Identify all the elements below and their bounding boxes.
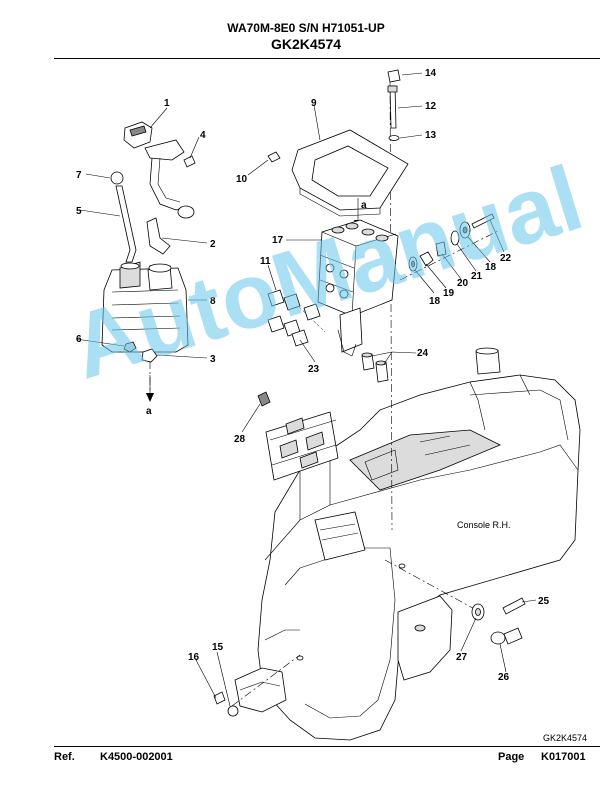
callout-25: 25 — [538, 596, 550, 607]
callout-18-right: 18 — [485, 262, 497, 273]
ref-value: K4500-002001 — [100, 751, 173, 763]
callout-28: 28 — [234, 434, 246, 445]
console-label: Console R.H. — [457, 520, 511, 530]
callout-2: 2 — [210, 239, 216, 250]
callout-20: 20 — [457, 278, 469, 289]
callout-17: 17 — [272, 235, 284, 246]
page-label: Page — [498, 751, 525, 763]
nut-part-6 — [123, 341, 137, 353]
lever-rod-part-5 — [115, 185, 137, 263]
handle-part-26 — [490, 627, 523, 645]
ref-label: Ref. — [54, 751, 75, 763]
callout-3: 3 — [210, 354, 216, 365]
callout-21: 21 — [471, 271, 483, 282]
screw-part-16 — [213, 691, 226, 705]
callout-23: 23 — [308, 364, 320, 375]
fittings-part-11 — [267, 289, 301, 311]
ball-knob-part-7 — [110, 171, 124, 185]
callout-14: 14 — [425, 68, 437, 79]
pin-part-25 — [502, 597, 526, 615]
washer-part-21 — [450, 230, 460, 246]
arrow-label-a-left: a — [146, 406, 152, 417]
lever-boot-base-part-8 — [101, 261, 189, 353]
callout-15: 15 — [212, 642, 224, 653]
nut-part-3 — [141, 348, 158, 363]
bracket-part-2 — [146, 217, 171, 255]
control-valve-part-17 — [317, 219, 399, 357]
callout-26: 26 — [498, 672, 510, 683]
callout-18-left: 18 — [429, 296, 441, 307]
grommet-part-15 — [227, 705, 239, 717]
bolt-part-10 — [267, 151, 281, 163]
page-value: K017001 — [541, 751, 586, 763]
console-housing — [234, 347, 581, 741]
bolt-part-4 — [183, 155, 196, 168]
header-rule — [54, 58, 600, 59]
lever-knob-part-1 — [123, 121, 195, 219]
bushing-part-19 — [419, 251, 434, 267]
callout-16: 16 — [188, 652, 200, 663]
callout-4: 4 — [200, 130, 206, 141]
callout-8: 8 — [210, 296, 216, 307]
model-serial-title: WA70M-8E0 S/N H71051-UP — [227, 21, 385, 35]
callout-11: 11 — [260, 256, 271, 267]
callout-22: 22 — [500, 253, 512, 264]
circuit-board-part-28 — [257, 391, 339, 481]
washer-part-13 — [388, 135, 400, 141]
figure-number-title: GK2K4574 — [270, 36, 342, 52]
footer-rule — [54, 746, 600, 747]
bolt-part-22 — [471, 213, 495, 229]
callout-6: 6 — [76, 334, 82, 345]
spacer-part-20 — [435, 241, 447, 257]
callout-9: 9 — [311, 98, 317, 109]
connectors-part-24 — [361, 352, 389, 383]
callout-13: 13 — [425, 130, 437, 141]
fittings-part-23 — [267, 303, 321, 347]
callout-19: 19 — [443, 288, 455, 299]
callout-10: 10 — [236, 174, 248, 185]
cover-plate-part-9 — [291, 129, 409, 217]
callout-5: 5 — [76, 206, 82, 217]
callout-1: 1 — [164, 98, 170, 109]
callout-27: 27 — [456, 652, 468, 663]
arrow-label-a-top: a — [361, 200, 367, 211]
figure-code: GK2K4574 — [543, 733, 588, 743]
callout-7: 7 — [76, 170, 82, 181]
callout-24: 24 — [417, 348, 429, 359]
cap-part-14 — [387, 69, 401, 83]
callout-12: 12 — [425, 101, 437, 112]
